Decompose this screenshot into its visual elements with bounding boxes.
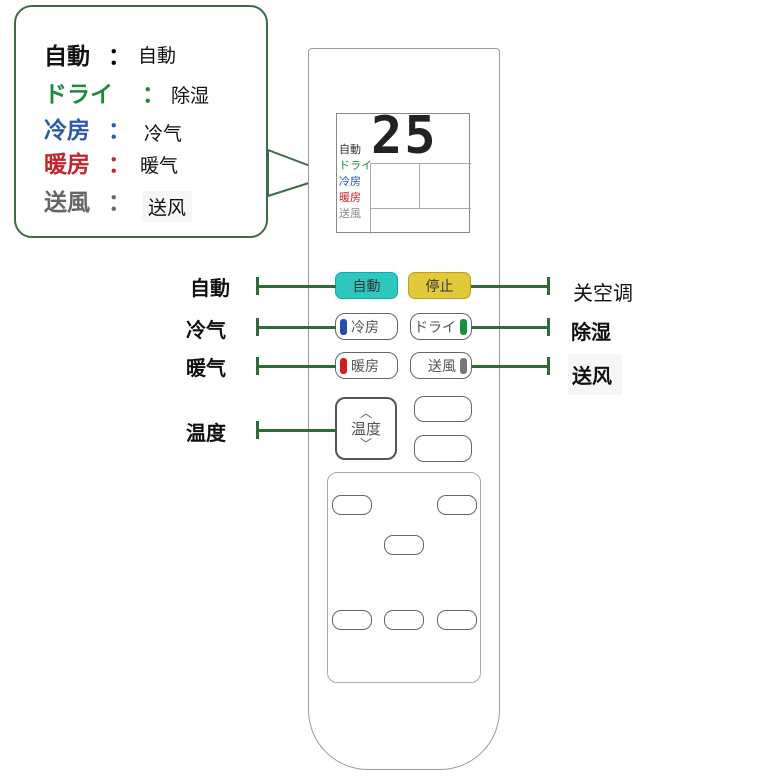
- blank-button[interactable]: [332, 495, 372, 515]
- blank-button[interactable]: [414, 435, 472, 462]
- label-temperature: 温度: [186, 421, 226, 445]
- legend-meaning: 除湿: [171, 85, 210, 107]
- blank-button[interactable]: [437, 610, 477, 630]
- cool-button-label: 冷房: [351, 319, 379, 336]
- callout-tail: [267, 148, 338, 198]
- blank-button[interactable]: [437, 495, 477, 515]
- mode-indicator: 送風: [339, 207, 361, 220]
- mode-indicator: 冷房: [339, 175, 361, 188]
- legend-term: 自動: [44, 44, 90, 70]
- mode-legend-callout: 自動 ： 自動 ドライ ： 除湿 冷房 ： 冷气 暖房 ： 暖气 送風 ： 送风: [14, 5, 268, 238]
- stop-button[interactable]: 停止: [408, 272, 471, 299]
- leader-line: [256, 326, 336, 329]
- label-fan: 送风: [568, 354, 622, 395]
- dry-button-label: ドライ: [414, 319, 456, 336]
- label-stop: 关空调: [573, 281, 633, 305]
- label-heat: 暖气: [186, 356, 226, 380]
- green-indicator-icon: [460, 318, 467, 335]
- temperature-readout: 25: [371, 106, 438, 166]
- blue-indicator-icon: [340, 318, 347, 335]
- leader-line: [471, 285, 550, 288]
- label-auto: 自動: [190, 276, 230, 300]
- label-dry: 除湿: [571, 320, 611, 344]
- legend-meaning: 冷气: [144, 123, 183, 145]
- temperature-button-label: 温度: [350, 420, 381, 438]
- mode-indicator: 暖房: [339, 191, 361, 204]
- legend-sep: ：: [108, 118, 131, 144]
- legend-term: 送風: [44, 190, 90, 216]
- leader-tick: [547, 318, 550, 336]
- dry-button[interactable]: ドライ: [410, 313, 472, 340]
- blank-button[interactable]: [332, 610, 372, 630]
- fan-button-label: 送風: [428, 358, 456, 375]
- mode-indicator: ドライ: [339, 159, 372, 172]
- lcd-display: 25 自動 ドライ 冷房 暖房 送風: [336, 106, 471, 234]
- legend-sep: ：: [108, 190, 131, 216]
- heat-button[interactable]: 暖房: [335, 352, 398, 379]
- legend-sep: ：: [142, 82, 165, 108]
- label-cool: 冷气: [186, 318, 226, 342]
- leader-line: [256, 429, 336, 432]
- legend-meaning: 送风: [142, 191, 193, 222]
- fan-button[interactable]: 送風: [410, 352, 472, 379]
- leader-tick: [547, 357, 550, 375]
- chevron-down-icon: ﹀: [359, 437, 372, 451]
- legend-term: 冷房: [44, 118, 90, 144]
- gray-indicator-icon: [460, 357, 467, 374]
- legend-sep: ：: [108, 152, 131, 178]
- cool-button[interactable]: 冷房: [335, 313, 398, 340]
- mode-indicator: 自動: [339, 143, 361, 156]
- leader-line: [472, 326, 550, 329]
- legend-term: ドライ: [44, 82, 113, 108]
- temperature-button[interactable]: ︿ 温度 ﹀: [335, 397, 397, 460]
- legend-meaning: 自動: [138, 45, 177, 67]
- lower-panel: [327, 472, 481, 683]
- blank-button[interactable]: [414, 396, 472, 422]
- legend-sep: ：: [108, 44, 131, 70]
- mode-indicators: 自動 ドライ 冷房 暖房 送風: [339, 142, 372, 222]
- lcd-grid: [370, 163, 471, 234]
- blank-button[interactable]: [384, 610, 424, 630]
- blank-button[interactable]: [384, 535, 424, 555]
- leader-line: [256, 365, 336, 368]
- legend-meaning: 暖气: [140, 155, 179, 177]
- chevron-up-icon: ︿: [359, 406, 372, 420]
- leader-tick: [547, 277, 550, 295]
- red-indicator-icon: [340, 357, 347, 374]
- legend-term: 暖房: [44, 152, 90, 178]
- auto-button[interactable]: 自動: [335, 272, 398, 299]
- heat-button-label: 暖房: [351, 358, 379, 375]
- leader-line: [256, 285, 336, 288]
- leader-line: [472, 365, 550, 368]
